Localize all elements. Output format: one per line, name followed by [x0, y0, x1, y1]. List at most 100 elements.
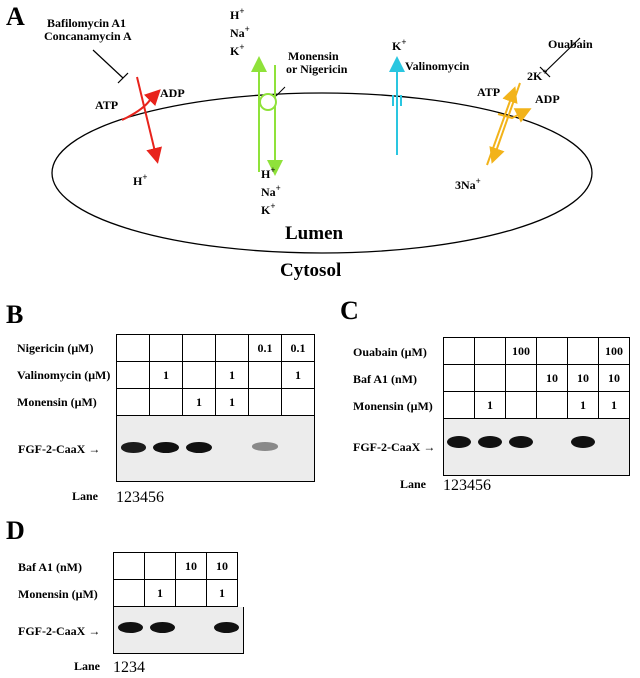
- ouabain-label: Ouabain: [548, 37, 593, 51]
- cell: [443, 337, 475, 365]
- cell: 1: [149, 361, 183, 389]
- panel-d-lane-label: Lane: [74, 659, 101, 673]
- cell: [248, 388, 282, 416]
- panel-d-treatment-table: 10 10 1 1: [113, 552, 238, 607]
- panel-c-letter: C: [340, 296, 359, 325]
- lane-number: 5: [475, 477, 483, 494]
- cell: 1: [598, 391, 630, 419]
- cell: [505, 391, 537, 419]
- cell: 10: [175, 552, 207, 580]
- cell: [281, 388, 315, 416]
- panel-d-letter: D: [6, 516, 25, 545]
- panel-d-protein-label: FGF-2-CaaX →: [18, 624, 101, 638]
- lane-number: 4: [140, 489, 148, 506]
- cell: 100: [505, 337, 537, 365]
- ions-top-label: H+ Na+ K+: [230, 6, 250, 58]
- cell: 10: [598, 364, 630, 392]
- lane-number: 1: [116, 489, 124, 506]
- cell: 100: [598, 337, 630, 365]
- panel-b-gel: [116, 416, 315, 482]
- adp-right-label: ADP: [535, 92, 560, 106]
- cell: 1: [215, 361, 249, 389]
- membrane-diagram: [51, 37, 593, 254]
- cell: 0.1: [281, 334, 315, 362]
- lane-number: 3: [132, 489, 140, 506]
- cell: [443, 364, 475, 392]
- cell: [113, 552, 145, 580]
- lane-number: 3: [129, 659, 137, 676]
- panel-b-protein-label: FGF-2-CaaX →: [18, 442, 101, 456]
- panel-c-row-label-monensin: Monensin (μM): [353, 399, 433, 413]
- cell: [116, 334, 150, 362]
- lane-number: 1: [113, 659, 121, 676]
- panel-d-gel: [113, 607, 244, 654]
- cell: [144, 552, 176, 580]
- cell: [536, 337, 568, 365]
- gel-band: [120, 442, 147, 453]
- panel-c-row-label-bafa1: Baf A1 (nM): [353, 372, 417, 386]
- valinomycin-label: Valinomycin: [405, 59, 470, 73]
- gel-band: [251, 442, 278, 451]
- cell: [567, 337, 599, 365]
- three-na-label: 3Na+: [455, 176, 481, 192]
- panel-c-row-label-ouabain: Ouabain (μM): [353, 345, 427, 359]
- cell: 1: [474, 391, 506, 419]
- cell: [474, 337, 506, 365]
- cell: [248, 361, 282, 389]
- cell: [215, 334, 249, 362]
- lane-number: 2: [124, 489, 132, 506]
- cell: [182, 334, 216, 362]
- cell: [116, 388, 150, 416]
- panel-d-lane-numbers: 1234: [113, 659, 243, 677]
- panel-b-lane-numbers: 123456: [116, 489, 314, 507]
- naka-atpase-pump: [486, 37, 581, 166]
- k-top-label: K+: [392, 37, 407, 53]
- ions-bottom-label: H+ Na+ K+: [261, 165, 281, 217]
- gel-band: [117, 622, 143, 633]
- adp-left-label: ADP: [160, 86, 185, 100]
- cell: [182, 361, 216, 389]
- lane-number: 3: [459, 477, 467, 494]
- panel-b-row-label-nigericin: Nigericin (μM): [17, 341, 94, 355]
- cell: 1: [182, 388, 216, 416]
- gel-band: [478, 436, 503, 448]
- cytosol-label: Cytosol: [280, 260, 342, 281]
- cell: 1: [144, 579, 176, 607]
- cell: [116, 361, 150, 389]
- gel-band: [149, 622, 175, 633]
- lane-number: 2: [121, 659, 129, 676]
- panel-c-lane-numbers: 123456: [443, 477, 629, 495]
- cell: 10: [567, 364, 599, 392]
- cell: 1: [281, 361, 315, 389]
- cell: 10: [206, 552, 238, 580]
- panel-d-row-label-monensin: Monensin (μM): [18, 587, 98, 601]
- gel-band: [153, 442, 180, 453]
- lumen-label: Lumen: [285, 223, 344, 244]
- vatpase-pump: [92, 49, 162, 164]
- h-out-left-label: H+: [133, 172, 148, 188]
- cell: [113, 579, 145, 607]
- gel-band: [447, 436, 472, 448]
- concanamycin-label: Concanamycin A: [44, 29, 132, 43]
- gel-band: [509, 436, 534, 448]
- cell: [149, 334, 183, 362]
- bafilomycin-label: Bafilomycin A1: [47, 16, 127, 30]
- cell: 0.1: [248, 334, 282, 362]
- panel-b-treatment-table: 0.1 0.1 1 1 1 1 1: [116, 334, 315, 416]
- ionophore-transport: [251, 56, 286, 176]
- monensin-label: Monensin: [288, 49, 339, 63]
- nigericin-label: or Nigericin: [286, 62, 348, 76]
- gel-band: [186, 442, 212, 453]
- gel-band: [570, 436, 595, 448]
- atp-left-label: ATP: [95, 98, 119, 112]
- lane-number: 2: [451, 477, 459, 494]
- cell: [536, 391, 568, 419]
- lane-number: 6: [156, 489, 164, 506]
- panel-c-gel: [443, 419, 630, 476]
- panel-d-row-label-bafa1: Baf A1 (nM): [18, 560, 82, 574]
- vesicle-membrane: [51, 92, 593, 254]
- gel-band: [214, 622, 240, 633]
- cell: 1: [206, 579, 238, 607]
- lane-number: 4: [137, 659, 145, 676]
- two-k-label: 2K+: [527, 67, 548, 83]
